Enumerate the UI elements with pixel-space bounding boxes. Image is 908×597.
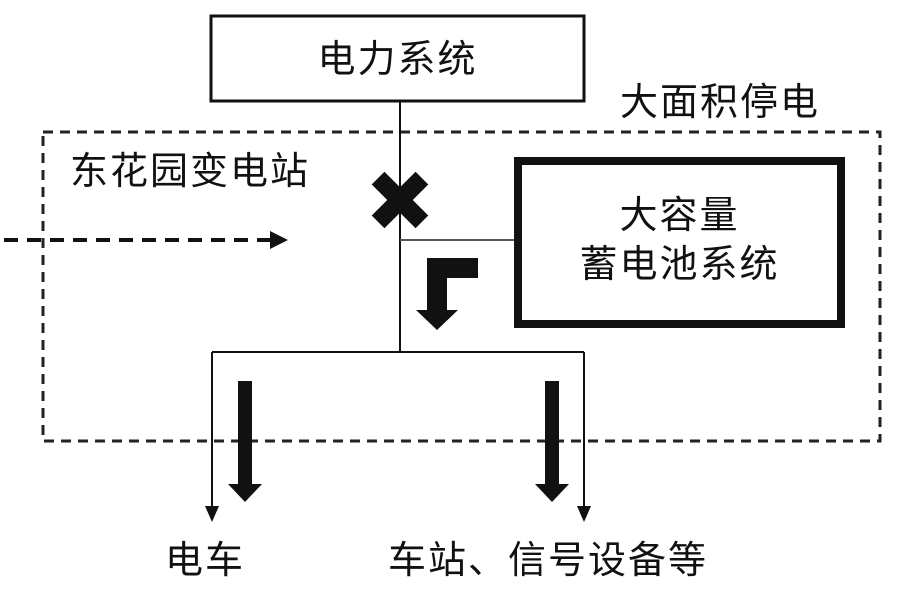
train-load-label: 电车 (165, 538, 246, 582)
substation-label: 东花园变电站 (70, 149, 311, 193)
station-feeder-arrowhead (577, 506, 591, 522)
battery-label-line1: 大容量 (619, 193, 740, 237)
blackout-region (41, 130, 882, 443)
station-load-label: 车站、信号设备等 (388, 538, 709, 582)
battery-discharge-arrow (416, 258, 478, 330)
dashed-arrowhead (270, 231, 288, 249)
power-system-box (209, 14, 586, 103)
battery-system-box (514, 157, 845, 328)
station-power-arrow (535, 381, 569, 502)
train-power-arrow (228, 381, 262, 502)
blackout-label: 大面积停电 (620, 80, 821, 124)
battery-label-line2: 蓄电池系统 (579, 242, 780, 286)
power-system-label: 电力系统 (317, 37, 478, 81)
train-feeder-arrowhead (205, 506, 219, 522)
x-mark-icon (371, 171, 429, 229)
